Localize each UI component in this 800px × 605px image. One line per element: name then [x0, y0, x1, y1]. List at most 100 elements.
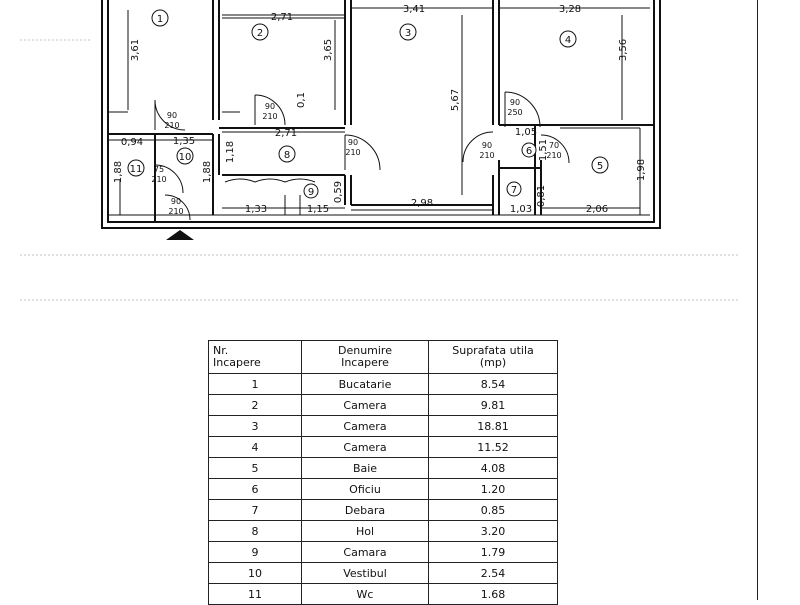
room-label-4: 4 [559, 30, 577, 48]
door-arc-2 [254, 94, 286, 126]
cell-name: Vestibul [301, 562, 429, 584]
dim-bottom-3: 2,98 [411, 198, 433, 209]
svg-text:1: 1 [157, 14, 163, 25]
dim-r6-width: 1,05 [515, 127, 537, 138]
dim-vert-small: 0,1 [296, 92, 307, 108]
dimension-lines [108, 7, 650, 211]
cell-area: 3.20 [428, 520, 558, 542]
svg-text:3: 3 [405, 28, 411, 39]
svg-text:90: 90 [348, 138, 358, 147]
room-label-5: 5 [591, 156, 609, 174]
dim-r4-height: 3,56 [618, 39, 629, 61]
dim-r6-height: 1,51 [538, 139, 549, 161]
cell-nr: 8 [208, 520, 302, 542]
dim-bottom-2: 1,15 [307, 204, 329, 215]
svg-text:9: 9 [308, 187, 314, 198]
svg-text:210: 210 [262, 112, 277, 121]
dashed-guides [20, 39, 740, 301]
door-arc-5 [462, 131, 494, 163]
cell-nr: 1 [208, 373, 302, 395]
room-label-10: 10 [176, 147, 194, 165]
svg-text:210: 210 [479, 151, 494, 160]
svg-text:4: 4 [565, 35, 571, 46]
cell-nr: 3 [208, 415, 302, 437]
dim-r7-height: 0,81 [536, 185, 547, 207]
doors [154, 91, 570, 221]
room-area-table: Nr. Incapere Denumire Incapere Suprafata… [208, 340, 558, 605]
dim-r2-height: 3,65 [323, 39, 334, 61]
svg-text:210: 210 [345, 148, 360, 157]
door-arc-7 [154, 164, 184, 194]
svg-text:2: 2 [257, 28, 263, 39]
header-area: Suprafata utila (mp) [428, 340, 558, 374]
svg-text:11: 11 [130, 164, 143, 175]
dimension-labels: 2,71 3,41 3,28 3,61 3,65 5,67 3,56 2,71 … [113, 4, 647, 215]
dim-r9-height: 0,59 [333, 181, 344, 203]
header-name: Denumire Incapere [301, 340, 429, 374]
dim-r10-width: 1,35 [173, 136, 195, 147]
cell-nr: 4 [208, 436, 302, 458]
svg-text:90: 90 [265, 102, 275, 111]
outer-walls [101, 0, 661, 229]
dim-r11-height: 1,88 [113, 161, 124, 183]
dim-r10-height: 1,88 [202, 161, 213, 183]
door-arc-4 [504, 91, 541, 128]
floor-plan: 1 2 3 4 5 6 7 8 9 10 11 2,71 3,41 3,28 3… [20, 0, 740, 301]
svg-text:90: 90 [167, 111, 177, 120]
dim-r2-width: 2,71 [271, 12, 293, 23]
svg-text:90: 90 [171, 197, 181, 206]
cell-name: Camera [301, 415, 429, 437]
cell-nr: 7 [208, 499, 302, 521]
room-label-8: 8 [278, 145, 296, 163]
cell-name: Bucatarie [301, 373, 429, 395]
cell-nr: 10 [208, 562, 302, 584]
room-label-11: 11 [127, 159, 145, 177]
svg-text:6: 6 [526, 146, 532, 157]
entrance-arrow-icon [166, 230, 194, 240]
door-arc-6 [540, 134, 570, 164]
cell-area: 9.81 [428, 394, 558, 416]
cell-area: 1.68 [428, 583, 558, 605]
door-labels: 90 210 90 210 90 210 90 250 90 210 70 21… [151, 98, 561, 216]
cell-name: Camera [301, 394, 429, 416]
dim-r1-height: 3,61 [130, 39, 141, 61]
svg-text:10: 10 [179, 152, 192, 163]
cell-area: 11.52 [428, 436, 558, 458]
table-header-row: Nr. Incapere Denumire Incapere Suprafata… [208, 340, 558, 374]
dim-r3-width: 3,41 [403, 4, 425, 15]
svg-text:8: 8 [284, 150, 290, 161]
hall-detail [224, 178, 316, 183]
dim-r3-height: 5,67 [450, 89, 461, 111]
interior-walls [108, 0, 654, 222]
cell-name: Oficiu [301, 478, 429, 500]
room-label-6: 6 [521, 142, 537, 158]
room-label-3: 3 [399, 23, 417, 41]
dim-hall-height: 1,18 [225, 141, 236, 163]
cell-name: Wc [301, 583, 429, 605]
dim-r5-width: 2,06 [586, 204, 608, 215]
svg-text:90: 90 [510, 98, 520, 107]
dim-r4-width: 3,28 [559, 4, 581, 15]
cell-area: 2.54 [428, 562, 558, 584]
svg-text:210: 210 [151, 175, 166, 184]
dim-r11-width: 0,94 [121, 137, 143, 148]
cell-name: Debara [301, 499, 429, 521]
dim-hall-width: 2,71 [275, 128, 297, 139]
svg-text:90: 90 [482, 141, 492, 150]
cell-nr: 9 [208, 541, 302, 563]
svg-text:75: 75 [154, 165, 164, 174]
room-label-2: 2 [251, 23, 269, 41]
cell-name: Camera [301, 436, 429, 458]
svg-text:7: 7 [511, 185, 517, 196]
dim-r7-width: 1,03 [510, 204, 532, 215]
cell-name: Baie [301, 457, 429, 479]
